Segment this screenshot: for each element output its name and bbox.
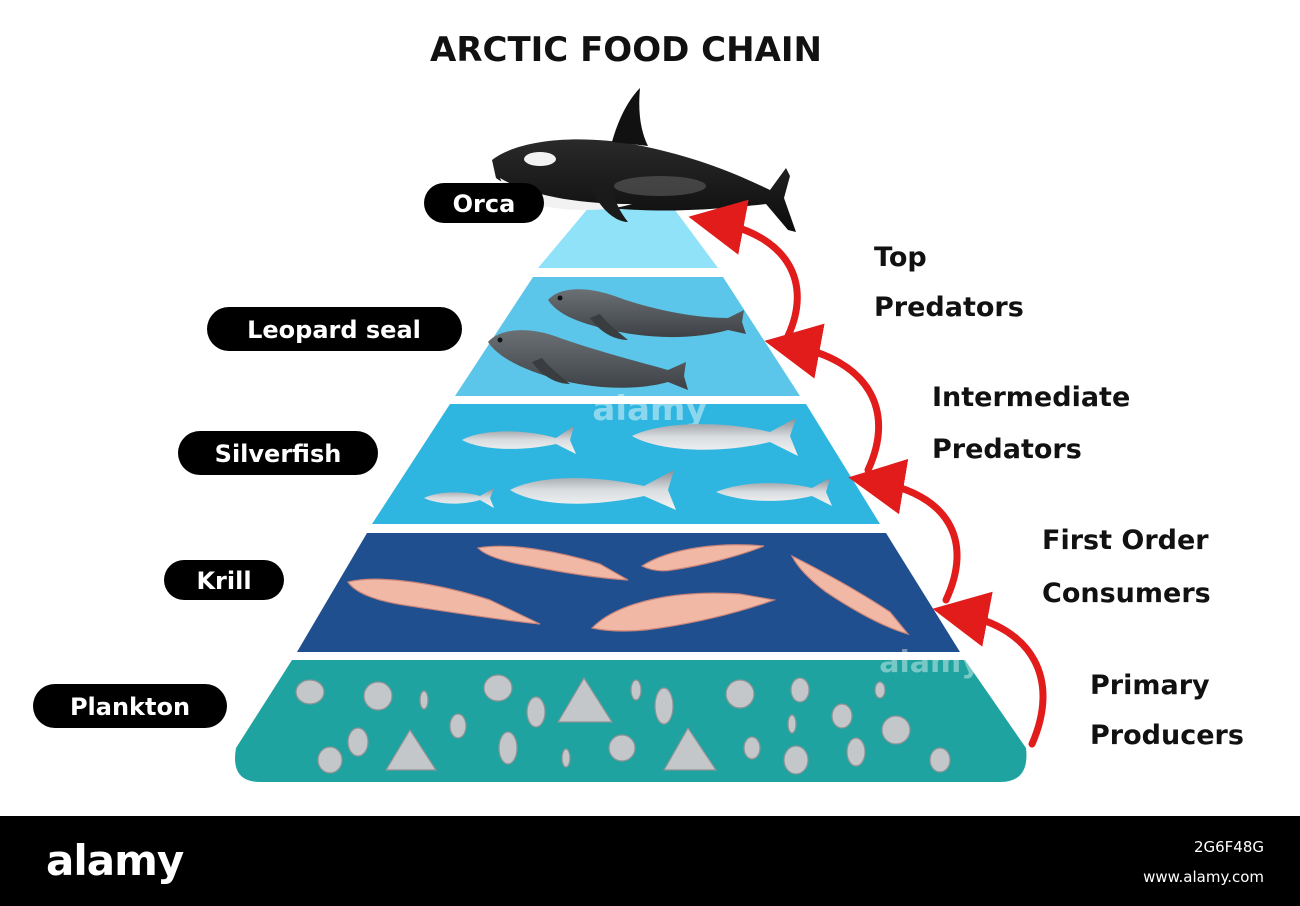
label-plankton: Plankton [33, 684, 227, 728]
arrow-silverfish [848, 459, 961, 604]
label-text: Plankton [70, 693, 190, 721]
role-intermediate-line1: Intermediate [932, 382, 1130, 413]
krill-illustration [347, 544, 910, 636]
role-primary-line1: Primary [1090, 670, 1210, 701]
orca-illustration [492, 88, 796, 232]
label-leopard-seal: Leopard seal [207, 307, 462, 351]
footer-logo: alamy [46, 836, 184, 885]
leopard-seal-illustration [488, 289, 746, 390]
watermark: alamy [592, 389, 707, 429]
tier-krill [297, 533, 960, 652]
role-labels: Top Predators Intermediate Predators Fir… [874, 242, 1244, 751]
footer-url: www.alamy.com [1143, 868, 1264, 886]
diagram-title: ARCTIC FOOD CHAIN [430, 30, 822, 70]
label-text: Leopard seal [247, 316, 421, 344]
label-text: Silverfish [215, 440, 342, 468]
tier-plankton [235, 660, 1027, 782]
arrow-krill [932, 591, 1047, 748]
role-intermediate-line2: Predators [932, 434, 1082, 465]
role-top-line2: Predators [874, 292, 1024, 323]
arrow-leopard-seal [764, 323, 883, 474]
plankton-illustration [295, 674, 951, 775]
role-top-line1: Top [874, 242, 927, 273]
watermark-footer: alamy 2G6F48G www.alamy.com [0, 816, 1300, 906]
silverfish-illustration [424, 418, 832, 510]
role-first-order-line2: Consumers [1042, 578, 1211, 609]
energy-flow-arrows [688, 199, 1047, 748]
label-text: Orca [453, 190, 516, 218]
tier-orca [538, 206, 718, 268]
watermark: alamy [879, 645, 981, 680]
label-silverfish: Silverfish [178, 431, 378, 475]
role-first-order-line1: First Order [1042, 525, 1209, 556]
label-krill: Krill [164, 560, 284, 600]
arrow-orca [688, 199, 801, 340]
level-labels: Orca Leopard seal Silverfish Krill Plank… [33, 183, 544, 728]
role-primary-line2: Producers [1090, 720, 1244, 751]
label-text: Krill [196, 567, 251, 595]
label-orca: Orca [424, 183, 544, 223]
footer-image-id: 2G6F48G [1193, 838, 1264, 856]
